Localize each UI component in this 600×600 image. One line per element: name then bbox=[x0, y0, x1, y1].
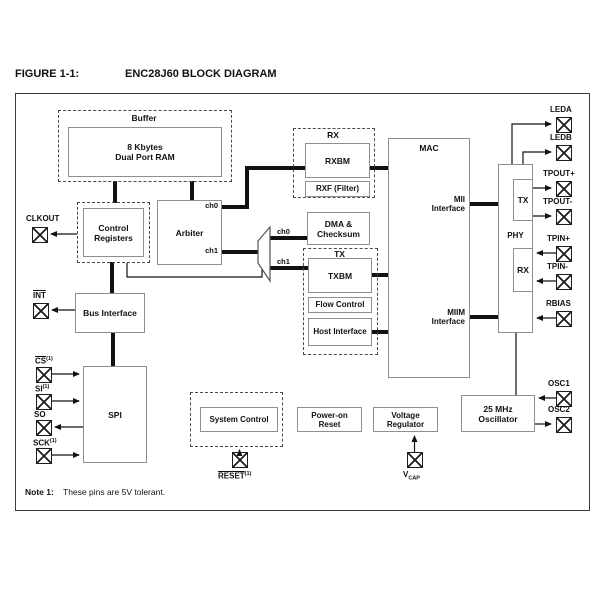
pin-tpout-plus bbox=[556, 181, 572, 197]
pin-int bbox=[33, 303, 49, 319]
rx-group-label: RX bbox=[327, 130, 339, 140]
pin-tpout-minus bbox=[556, 209, 572, 225]
block-host-interface: Host Interface bbox=[308, 318, 372, 346]
block-power-on-reset: Power-on Reset bbox=[297, 407, 362, 432]
pin-tpin-minus bbox=[556, 274, 572, 290]
pin-cs bbox=[36, 367, 52, 383]
phy-label: PHY bbox=[507, 231, 524, 240]
block-rx-group bbox=[293, 128, 375, 198]
pin-label-sck: SCK(1) bbox=[33, 438, 57, 448]
block-mac: MAC bbox=[388, 138, 470, 378]
pin-label-tpin-plus: TPIN+ bbox=[547, 234, 570, 243]
pin-osc2 bbox=[556, 417, 572, 433]
pin-so bbox=[36, 420, 52, 436]
block-arbiter: Arbiter bbox=[157, 200, 222, 265]
buffer-group-label: Buffer bbox=[131, 113, 157, 123]
pin-vcap bbox=[407, 452, 423, 468]
splitter-ch0-label: ch0 bbox=[277, 227, 290, 236]
block-voltage-regulator: Voltage Regulator bbox=[373, 407, 438, 432]
pin-label-reset: RESET(1) bbox=[218, 471, 252, 481]
block-flow-control: Flow Control bbox=[308, 297, 372, 313]
pin-label-osc2: OSC2 bbox=[548, 405, 570, 414]
block-spi: SPI bbox=[83, 366, 147, 463]
tx-group-label: TX bbox=[334, 249, 345, 259]
arbiter-ch0-label: ch0 bbox=[205, 201, 218, 210]
pin-tpin-plus bbox=[556, 246, 572, 262]
pin-label-ledb: LEDB bbox=[550, 133, 572, 142]
figure-border bbox=[15, 93, 590, 511]
mac-miim-interface-label: MIIM Interface bbox=[431, 308, 465, 326]
pin-si bbox=[36, 394, 52, 410]
pin-osc1 bbox=[556, 391, 572, 407]
block-control-registers-group bbox=[77, 202, 150, 263]
pin-label-cs: CS(1) bbox=[35, 356, 53, 366]
pin-reset bbox=[232, 452, 248, 468]
block-buffer-group bbox=[58, 110, 232, 182]
figure-title: ENC28J60 BLOCK DIAGRAM bbox=[125, 68, 277, 80]
pin-label-clkout: CLKOUT bbox=[26, 214, 60, 223]
pin-label-tpin-minus: TPIN- bbox=[547, 262, 568, 271]
pin-rbias bbox=[556, 311, 572, 327]
block-phy-tx: TX bbox=[513, 179, 533, 221]
pin-clkout bbox=[32, 227, 48, 243]
pin-label-so: SO bbox=[34, 410, 46, 419]
pin-sck bbox=[36, 448, 52, 464]
splitter-ch1-label: ch1 bbox=[277, 257, 290, 266]
block-phy-rx: RX bbox=[513, 248, 533, 292]
block-rxbm: RXBM bbox=[305, 143, 370, 178]
block-txbm: TXBM bbox=[308, 258, 372, 293]
block-oscillator: 25 MHz Oscillator bbox=[461, 395, 535, 432]
note-label: Note 1: bbox=[25, 487, 54, 497]
pin-label-tpout-minus: TPOUT- bbox=[543, 197, 573, 206]
pin-label-osc1: OSC1 bbox=[548, 379, 570, 388]
pin-label-si: SI(1) bbox=[35, 384, 50, 394]
pin-label-leda: LEDA bbox=[550, 105, 572, 114]
pin-label-tpout-plus: TPOUT+ bbox=[543, 169, 575, 178]
pin-ledb bbox=[556, 145, 572, 161]
block-rxf-filter: RXF (Filter) bbox=[305, 181, 370, 197]
figure-number: FIGURE 1-1: bbox=[15, 68, 80, 80]
arbiter-ch1-label: ch1 bbox=[205, 246, 218, 255]
pin-label-int: INT bbox=[33, 291, 46, 300]
block-control-registers: Control Registers bbox=[83, 208, 144, 257]
block-dual-port-ram: 8 Kbytes Dual Port RAM bbox=[68, 127, 222, 177]
mac-mii-interface-label: MII Interface bbox=[431, 195, 465, 213]
pin-label-vcap: VCAP bbox=[403, 470, 420, 482]
pin-label-rbias: RBIAS bbox=[546, 299, 571, 308]
block-tx-group bbox=[303, 248, 378, 355]
block-dma-checksum: DMA & Checksum bbox=[307, 212, 370, 245]
block-bus-interface: Bus Interface bbox=[75, 293, 145, 333]
note-text: These pins are 5V tolerant. bbox=[63, 487, 166, 497]
block-system-control: System Control bbox=[200, 407, 278, 432]
pin-leda bbox=[556, 117, 572, 133]
block-system-control-group bbox=[190, 392, 283, 447]
